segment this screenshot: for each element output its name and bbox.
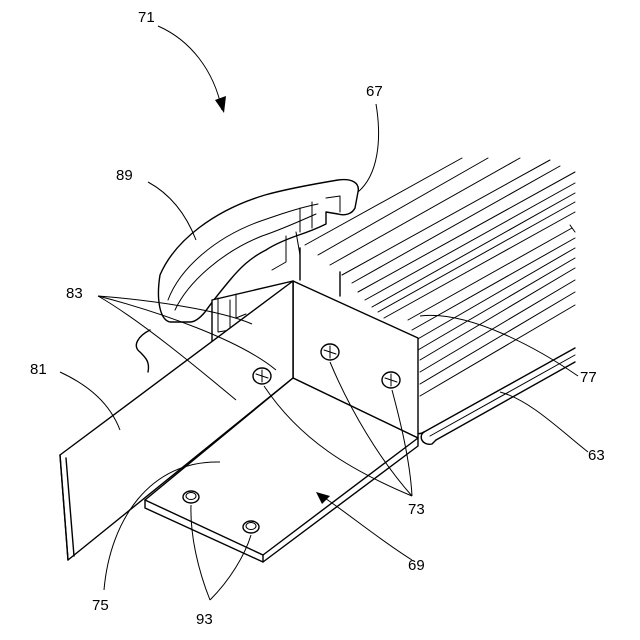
leader-67	[358, 104, 379, 192]
reference-83: 83	[66, 286, 83, 301]
reference-81: 81	[30, 362, 47, 377]
reference-75: 75	[92, 598, 109, 613]
channel-lip	[415, 348, 575, 444]
reference-93: 93	[196, 612, 213, 627]
leader-89	[148, 182, 196, 240]
leader-63	[500, 392, 588, 452]
reference-71: 71	[138, 10, 155, 25]
reference-89: 89	[116, 168, 133, 183]
leader-69	[322, 496, 412, 560]
reference-73: 73	[408, 502, 425, 517]
reference-69: 69	[408, 558, 425, 573]
arrowhead-71	[215, 96, 226, 113]
leader-71	[158, 26, 222, 110]
reference-63: 63	[588, 448, 605, 463]
reference-77: 77	[580, 370, 597, 385]
reference-67: 67	[366, 84, 383, 99]
